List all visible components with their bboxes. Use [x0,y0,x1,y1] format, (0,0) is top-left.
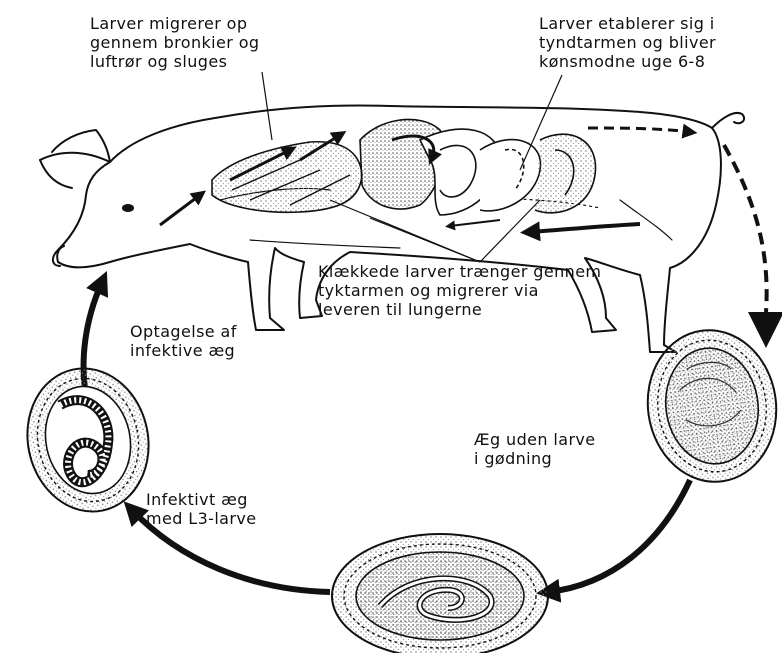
egg-developing-icon [332,534,548,653]
label-line: leveren til lungerne [318,300,601,319]
label-line: Larver migrerer op [90,14,259,33]
label-line: i gødning [474,449,596,468]
label-larvae-intestine: Larver etablerer sig i tyndtarmen og bli… [539,14,716,71]
label-line: med L3-larve [146,509,256,528]
label-infective-egg: Infektivt æg med L3-larve [146,490,256,528]
label-larvae-bronchi: Larver migrerer op gennem bronkier og lu… [90,14,259,71]
intestine-icon [360,119,596,215]
label-line: tyndtarmen og bliver [539,33,716,52]
label-line: Optagelse af [130,322,237,341]
label-line: tyktarmen og migrerer via [318,281,601,300]
label-line: Larver etablerer sig i [539,14,716,33]
egg-without-larva-icon [638,322,782,490]
label-line: Infektivt æg [146,490,256,509]
label-line: kønsmodne uge 6-8 [539,52,716,71]
label-line: Klækkede larver trænger gennem [318,262,601,281]
label-egg-without-larva: Æg uden larve i gødning [474,430,596,468]
label-line: Æg uden larve [474,430,596,449]
label-line: gennem bronkier og [90,33,259,52]
label-intake: Optagelse af infektive æg [130,322,237,360]
infective-egg-icon [14,357,161,523]
label-line: infektive æg [130,341,237,360]
label-line: luftrør og sluges [90,52,259,71]
label-hatched-larvae: Klækkede larver trænger gennem tyktarmen… [318,262,601,319]
